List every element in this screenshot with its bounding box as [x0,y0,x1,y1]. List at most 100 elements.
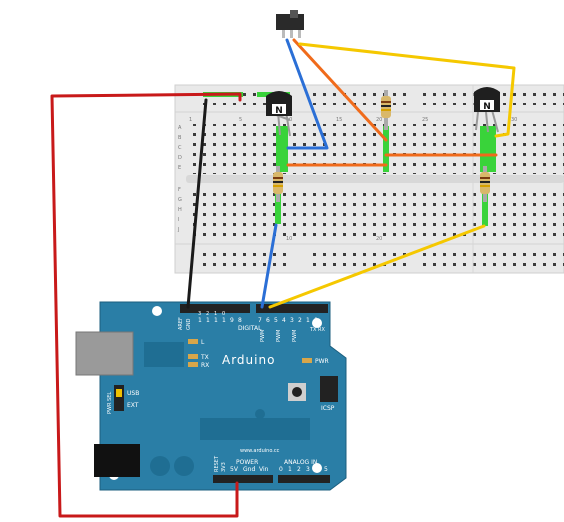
yellow-wire[interactable] [298,42,516,138]
orange-wire[interactable] [292,38,388,142]
row-letter: I [178,217,179,223]
column-number: 20 [376,117,382,123]
analog-pin-label: 4 [315,466,319,473]
gnd-power-label: Gnd [243,466,255,473]
pin-0-label: 0 [314,317,318,324]
column-number: 20 [376,236,382,242]
pin-6-label: 6 [266,317,270,324]
pin-8-label: 8 [238,317,242,324]
row-letter: A [178,125,182,131]
led-tx-label: TX [200,354,209,361]
row-letter: B [178,135,182,141]
usb-label: USB [127,390,139,397]
column-number: 5 [239,117,242,123]
red-wire[interactable] [50,92,242,518]
column-number: 10 [286,236,292,242]
pwm-label: PWM [292,330,298,342]
transistor-1: N [266,91,292,137]
pin-5-label: 5 [274,317,278,324]
aref-label: AREF [178,317,184,330]
power-label: POWER [236,459,258,466]
terminal-strip-lower [186,186,564,236]
power-rail-bottom-left [200,250,290,266]
row-letter: G [178,197,182,203]
analog-header [278,475,330,483]
3v3-label: 3V3 [221,462,227,472]
transistor-label: N [275,106,283,116]
transistor-label: N [483,102,491,112]
reset-label: RESET [214,455,220,472]
website-label: www.arduino.cc [240,448,280,454]
usb-connector [75,331,134,376]
pin-1-label: 1 [306,317,310,324]
pin-4-label: 4 [282,317,286,324]
analog-in-label: ANALOG IN [284,459,317,466]
pin-sub-label: 3 [198,311,201,317]
breadboard: A B C D E F G H I J 1 5 10 15 20 25 30 1… [174,84,564,274]
arduino-logo-text: Arduino [222,353,275,367]
pin-12-label: 1 [206,317,210,324]
power-rail-bottom-right [420,250,564,266]
pin-sub-label: 0 [222,311,225,317]
power-jack [94,444,140,477]
rx-label: RX [318,327,325,333]
digital-label: DIGITAL [238,325,262,332]
analog-pin-label: 1 [288,466,292,473]
blue-wire-2[interactable] [285,38,329,150]
pwm-label: PWM [276,330,282,342]
pin-9-label: 9 [230,317,234,324]
pin-sub-label: 2 [206,311,209,317]
5v-label: 5V [230,466,239,473]
row-letter: D [178,155,182,161]
yellow-wire-2[interactable] [268,224,486,309]
center-channel [186,175,564,183]
pin-13-label: 1 [198,317,202,324]
pin-10-label: 1 [222,317,226,324]
pwr-sel-label: PWR SEL [107,392,113,414]
analog-pin-label: 0 [279,466,283,473]
column-number: 1 [189,117,192,123]
slide-switch[interactable] [276,10,304,38]
power-rail-bottom-mid [310,250,410,266]
arduino-board: AREF GND 1 1 1 1 9 8 3 2 1 0 DIGITAL 7 6… [75,301,347,491]
row-letter: C [178,145,182,151]
vin-label: Vin [259,466,269,473]
pin-2-label: 2 [298,317,302,324]
row-letter: H [178,207,182,213]
led-pwr-label: PWR [315,358,329,365]
led-rx-label: RX [201,362,209,369]
column-number: 15 [336,117,342,123]
tx-label: TX [309,327,317,333]
icsp-label: ICSP [321,405,335,412]
black-wire[interactable] [186,98,208,309]
analog-pin-label: 5 [324,466,328,473]
pin-11-label: 1 [214,317,218,324]
power-header [213,475,273,483]
pin-sub-label: 1 [214,311,217,317]
switch-knob[interactable] [290,10,298,18]
row-letter: F [178,187,181,193]
analog-pin-label: 2 [297,466,301,473]
resistor-1 [381,90,391,130]
pwm-label: PWM [260,330,266,342]
column-number: 25 [422,117,428,123]
blue-wire[interactable] [260,223,278,309]
pin-3-label: 3 [290,317,294,324]
resistor-3 [480,166,490,202]
analog-pin-label: 3 [306,466,310,473]
icsp-header [320,376,338,402]
row-letter: E [178,165,181,171]
transistor-2: N [474,87,500,133]
led-l-label: L [201,339,205,346]
gnd-label: GND [186,318,192,330]
power-rail-top-mid [310,89,410,105]
pin-7-label: 7 [258,317,262,324]
row-letter: J [177,227,179,233]
digital-header-low [256,304,328,313]
resistor-2 [273,166,283,202]
digital-header-high [180,304,250,313]
pwr-sel-jumper[interactable] [114,385,124,411]
column-number: 30 [511,117,517,123]
ext-label: EXT [127,402,139,409]
